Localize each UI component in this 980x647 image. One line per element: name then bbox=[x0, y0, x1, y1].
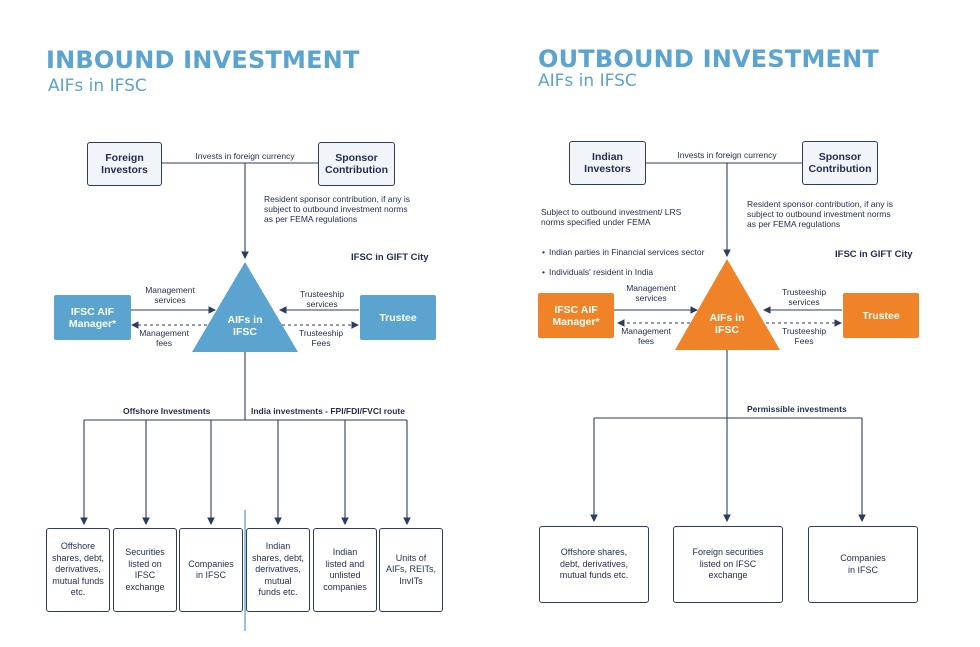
outbound-investor-note: Subject to outbound investment/ LRS norm… bbox=[541, 197, 731, 297]
outbound-bullet-1: Indian parties in Financial services sec… bbox=[542, 247, 731, 257]
outbound-invests-label: Invests in foreign currency bbox=[677, 150, 777, 160]
indian-investors-box: Indian Investors bbox=[569, 141, 646, 185]
inbound-trustee-box: Trustee bbox=[360, 295, 436, 340]
outbound-target-1: Offshore shares, debt, derivatives, mutu… bbox=[539, 526, 649, 603]
inbound-target-3: Companies in IFSC bbox=[179, 528, 243, 612]
india-investments-label: India investments - FPI/FDI/FVCI route bbox=[251, 406, 405, 416]
inbound-target-6: Units of AIFs, REITs, InvITs bbox=[379, 528, 443, 612]
inbound-target-1: Offshore shares, debt, derivatives, mutu… bbox=[46, 528, 110, 612]
outbound-manager-box: IFSC AIF Manager* bbox=[538, 293, 614, 338]
outbound-trust-fees: Trusteeship Fees bbox=[781, 326, 827, 346]
foreign-investors-box: Foreign Investors bbox=[87, 142, 162, 186]
inbound-invests-label: Invests in foreign currency bbox=[195, 151, 295, 161]
outbound-aif-triangle bbox=[675, 259, 780, 350]
outbound-bullet-2: Individuals' resident in India bbox=[542, 267, 731, 277]
outbound-ifsc-label: IFSC in GIFT City bbox=[835, 249, 913, 260]
inbound-ifsc-label: IFSC in GIFT City bbox=[351, 252, 429, 263]
outbound-target-3: Companies in IFSC bbox=[808, 526, 918, 603]
inbound-mgmt-fees: Management fees bbox=[139, 328, 189, 348]
outbound-aif-label: AIFs in IFSC bbox=[709, 312, 745, 336]
inbound-aif-label: AIFs in IFSC bbox=[227, 314, 263, 338]
inbound-manager-box: IFSC AIF Manager* bbox=[54, 295, 131, 340]
outbound-investor-note-text: Subject to outbound investment/ LRS norm… bbox=[541, 207, 682, 227]
outbound-mgmt-fees: Management fees bbox=[621, 326, 671, 346]
outbound-sponsor-note: Resident sponsor contribution, if any is… bbox=[747, 199, 893, 229]
outbound-sponsor-box: Sponsor Contribution bbox=[802, 141, 878, 185]
inbound-mgmt-services: Management services bbox=[145, 285, 195, 305]
inbound-aif-triangle bbox=[192, 262, 298, 352]
outbound-title: OUTBOUND INVESTMENT bbox=[538, 45, 879, 73]
inbound-title: INBOUND INVESTMENT bbox=[46, 46, 360, 74]
outbound-target-2: Foreign securities listed on IFSC exchan… bbox=[673, 526, 783, 603]
inbound-target-5: Indian listed and unlisted companies bbox=[313, 528, 377, 612]
outbound-trust-services: Trusteeship services bbox=[781, 287, 827, 307]
outbound-trustee-box: Trustee bbox=[843, 293, 919, 338]
outbound-subtitle: AIFs in IFSC bbox=[538, 71, 637, 91]
inbound-sponsor-note: Resident sponsor contribution, if any is… bbox=[264, 194, 410, 224]
outbound-mgmt-services: Management services bbox=[626, 283, 676, 303]
inbound-target-2: Securities listed on IFSC exchange bbox=[113, 528, 177, 612]
permissible-investments-label: Permissible investments bbox=[747, 404, 847, 414]
inbound-sponsor-box: Sponsor Contribution bbox=[318, 142, 395, 186]
inbound-trust-services: Trusteeship services bbox=[299, 289, 345, 309]
inbound-trust-fees: Trusteeship Fees bbox=[298, 328, 344, 348]
inbound-subtitle: AIFs in IFSC bbox=[48, 76, 147, 96]
outbound-investor-bullets: Indian parties in Financial services sec… bbox=[541, 237, 731, 287]
offshore-investments-label: Offshore Investments bbox=[123, 406, 211, 416]
inbound-target-4: Indian shares, debt, derivatives, mutual… bbox=[246, 528, 310, 612]
